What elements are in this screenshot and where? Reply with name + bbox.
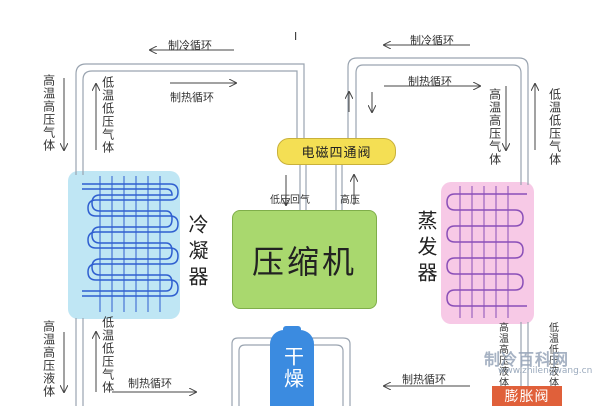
label-right-upper-outer: 低温低压气体: [547, 88, 562, 166]
label-heating-top-right: 制热循环: [408, 75, 452, 88]
label-cooling-top-left: 制冷循环: [168, 39, 212, 52]
label-heating-bottom-left: 制热循环: [128, 377, 172, 390]
label-heating-bottom-right: 制热循环: [402, 373, 446, 386]
label-cooling-top-right: 制冷循环: [410, 34, 454, 47]
four-way-valve-label: 电磁四通阀: [301, 146, 372, 161]
label-high-pressure: 高压: [340, 195, 360, 206]
label-left-upper-inner: 低温低压气体: [100, 76, 115, 154]
condenser-label: 冷凝器: [185, 214, 209, 292]
evaporator-coil: [446, 186, 527, 318]
dryer-label: 干燥: [280, 346, 305, 390]
expansion-valve-label: 膨胀阀: [504, 389, 550, 405]
refrigerant-pipes: [75, 57, 529, 406]
flow-arrows: [64, 45, 535, 392]
label-low-pressure-return: 低压回气: [270, 195, 310, 206]
label-right-upper-inner: 高温高压气体: [487, 88, 502, 166]
dryer: 干燥: [270, 330, 314, 406]
compressor: 压缩机: [232, 210, 377, 309]
evaporator-panel: [441, 182, 534, 324]
label-right-lower-outer: 低温低压液体: [546, 322, 558, 388]
label-right-lower-inner: 高温高压液体: [496, 322, 508, 388]
label-left-lower-inner: 低温低压气体: [100, 316, 115, 394]
label-heating-top-center: 制热循环: [170, 91, 214, 104]
watermark-url: www.zhilengwang.cn: [498, 366, 593, 376]
four-way-valve: 电磁四通阀: [277, 138, 396, 165]
label-left-lower-outer: 高温高压液体: [41, 320, 56, 398]
watermark-logo: 制冷百科网: [484, 350, 570, 369]
evaporator-label: 蒸发器: [414, 210, 438, 288]
stray-mark: I: [294, 30, 298, 43]
label-left-upper-outer: 高温高压气体: [41, 74, 56, 152]
condenser-coil: [82, 176, 179, 312]
expansion-valve: 膨胀阀: [492, 386, 562, 406]
compressor-label: 压缩机: [251, 242, 357, 281]
